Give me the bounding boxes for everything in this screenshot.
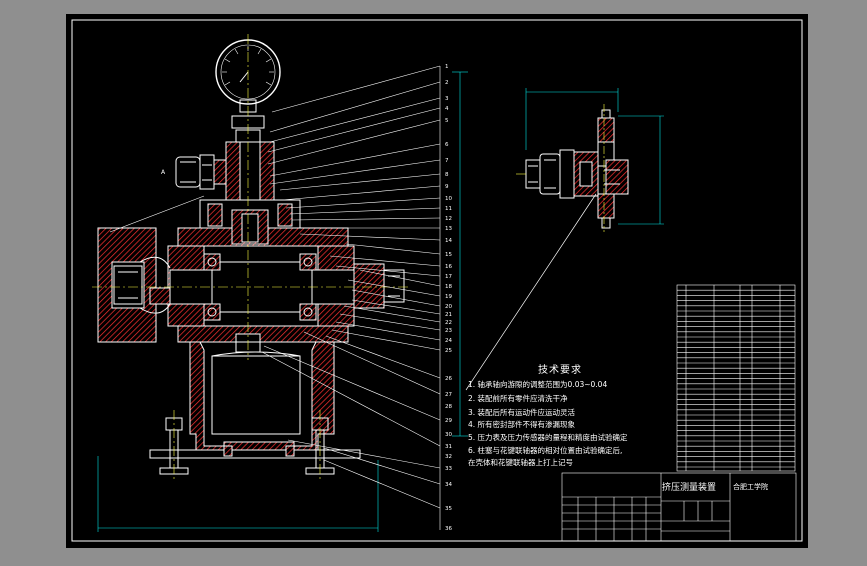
part-number: 16 xyxy=(445,264,452,270)
detail-leader xyxy=(465,193,597,391)
part-number: 32 xyxy=(445,454,452,460)
part-number: 13 xyxy=(445,226,452,232)
part-number: 1 xyxy=(445,64,449,70)
part-number: 12 xyxy=(445,216,452,222)
requirement-line: 4. 所有密封部件不得有渗漏现象 xyxy=(468,420,576,429)
part-number: 7 xyxy=(445,158,449,164)
part-number: 19 xyxy=(445,294,452,300)
part-number: 29 xyxy=(445,418,452,424)
detail-view xyxy=(525,109,629,229)
drawing-border xyxy=(71,19,803,542)
detail-dimensions xyxy=(525,88,664,225)
part-number: 26 xyxy=(445,376,452,382)
part-number: 14 xyxy=(445,238,452,244)
part-number: 2 xyxy=(445,80,449,86)
main-dimensions xyxy=(97,71,468,532)
part-number: 8 xyxy=(445,172,449,178)
part-number: 27 xyxy=(445,392,452,398)
part-number: 31 xyxy=(445,444,452,450)
part-number: 10 xyxy=(445,196,452,202)
leader-lines xyxy=(109,65,441,530)
center-lines xyxy=(92,34,410,480)
main-section-view xyxy=(97,39,405,475)
part-number: 33 xyxy=(445,466,452,472)
part-number: 22 xyxy=(445,320,452,326)
part-number: 3 xyxy=(445,96,449,102)
part-number: 36 xyxy=(445,526,452,532)
part-number: 17 xyxy=(445,274,452,280)
part-number: 24 xyxy=(445,338,452,344)
part-number: 4 xyxy=(445,106,449,112)
requirement-line: 在壳体和花键联轴器上打上记号 xyxy=(468,458,573,467)
requirement-line: 6. 柱塞与花键联轴器的相对位置由试验确定后, xyxy=(468,446,623,455)
part-number: 35 xyxy=(445,506,452,512)
parts-list-table xyxy=(676,284,796,472)
organization-name: 合肥工学院 xyxy=(733,483,768,491)
part-number: 34 xyxy=(445,482,452,488)
requirements-title: 技术要求 xyxy=(538,365,582,376)
part-number: 28 xyxy=(445,404,452,410)
part-number: 30 xyxy=(445,432,452,438)
part-number-labels: 1 2 3 4 5 6 7 8 9 10 11 12 13 14 15 16 1… xyxy=(445,64,452,532)
title-block xyxy=(561,472,797,542)
part-number: 23 xyxy=(445,328,452,334)
part-number: 11 xyxy=(445,206,452,212)
part-number: 18 xyxy=(445,284,452,290)
drawing-title: 挤压测量装置 xyxy=(662,483,717,493)
part-number: 6 xyxy=(445,142,449,148)
part-number: 20 xyxy=(445,304,452,310)
part-number: 21 xyxy=(445,312,452,318)
requirement-line: 1. 轴承轴向游隙的调整范围为0.03~0.04 xyxy=(468,380,608,389)
view-label: A xyxy=(161,169,166,176)
requirement-line: 3. 装配后所有运动件应运动灵活 xyxy=(468,408,576,417)
requirement-line: 2. 装配前所有零件应清洗干净 xyxy=(468,394,568,403)
part-number: 9 xyxy=(445,184,449,190)
part-number: 5 xyxy=(445,118,449,124)
requirement-line: 5. 压力表及压力传感器的量程和精度由试验确定 xyxy=(468,433,628,442)
part-number: 25 xyxy=(445,348,452,354)
part-number: 15 xyxy=(445,252,452,258)
